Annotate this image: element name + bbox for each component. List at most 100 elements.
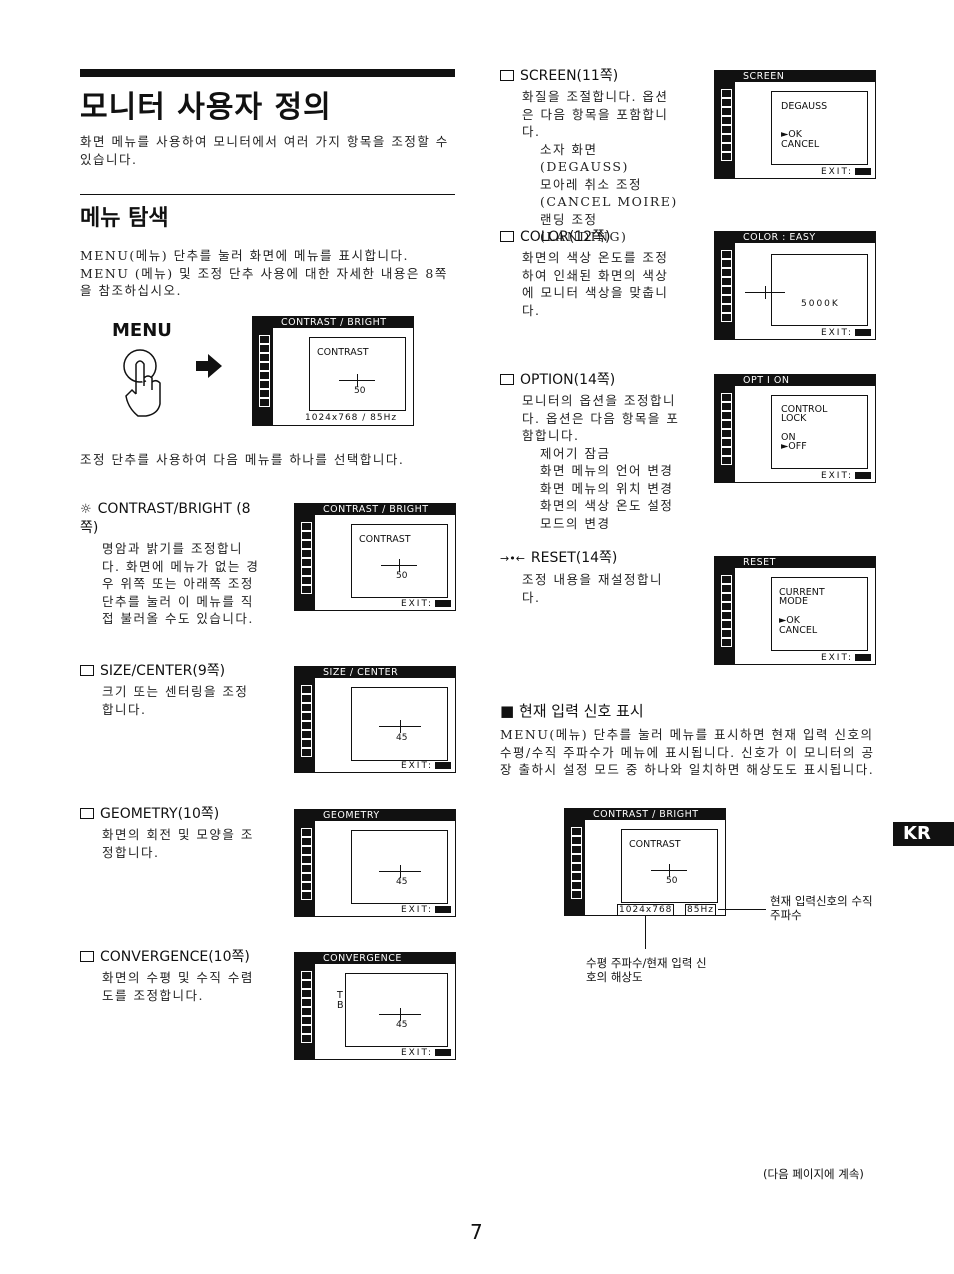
section-desc: 화면의 색상 온도를 조정하여 인쇄된 화면의 색상에 모니터 색상을 맞춥니다… (522, 250, 669, 318)
osd-menu-icon (721, 438, 732, 447)
section-option: OPTION(14쪽) 모니터의 옵션을 조정합니다. 옵션은 다음 항목을 포… (500, 371, 680, 532)
osd-menu-icon (301, 694, 312, 703)
osd-line: MODE (779, 596, 808, 607)
osd-line: ON (781, 432, 796, 443)
signal-heading: ■ 현재 입력 신호 표시 (500, 702, 644, 720)
osd-menu-icon (721, 584, 732, 593)
title-bar-rule (80, 69, 455, 77)
osd-line: CURRENT (779, 587, 825, 598)
osd-label: CONTRAST (629, 839, 681, 850)
callout-line-bottom (645, 915, 646, 949)
signal-text: MENU(메뉴) 단추를 눌러 메뉴를 표시하면 현재 입력 신호의 수평/수직… (500, 727, 875, 777)
section-reset: →•←RESET(14쪽) 조정 내용을 재설정합니다. (500, 549, 680, 606)
osd-menu-icon (571, 854, 582, 863)
osd-label: CONTRAST (359, 534, 411, 545)
osd-menu-icon (721, 393, 732, 402)
osd-slider (381, 559, 417, 572)
osd-menu-icon (301, 873, 312, 882)
osd-value: 45 (396, 733, 408, 743)
reset-osd-menu: RESET CURRENT MODE ►OK CANCEL EXIT: (714, 556, 876, 665)
list-item: 소자 화면(DEGAUSS) (540, 141, 629, 175)
osd-slider (379, 720, 421, 733)
osd-menu-icon (301, 558, 312, 567)
osd-menu-icon (301, 730, 312, 739)
osd-menu-icon (301, 989, 312, 998)
osd-frequency: 85Hz (685, 904, 716, 916)
osd-menu-icon (721, 602, 732, 611)
osd-header: OPT I ON (735, 375, 875, 386)
signal-osd-menu: CONTRAST / BRIGHT CONTRAST 50 1024x768 8… (564, 808, 726, 916)
osd-exit: EXIT: (401, 1048, 451, 1058)
osd-menu-icon (301, 567, 312, 576)
osd-menu-icon (301, 739, 312, 748)
osd-menu-icon (259, 353, 270, 362)
osd-menu-icon (721, 250, 732, 259)
osd-menu-icon (259, 371, 270, 380)
osd-menu-icon (301, 540, 312, 549)
geometry-osd-menu: GEOMETRY 45 EXIT: (294, 809, 456, 917)
osd-menu-icon (301, 971, 312, 980)
osd-value: 45 (396, 877, 408, 887)
section-title: ☼CONTRAST/BRIGHT (8쪽) (80, 501, 251, 536)
list-item: 화면의 색상 온도 설정 모드의 변경 (540, 498, 674, 531)
select-text: 조정 단추를 사용하여 다음 메뉴를 하나를 선택합니다. (80, 452, 405, 467)
osd-header: CONTRAST / BRIGHT (273, 317, 413, 328)
osd-header: CONVERGENCE (315, 953, 455, 964)
list-item: 화면 메뉴의 위치 변경 (540, 480, 674, 496)
osd-label: T B (337, 990, 344, 1011)
list-item: 화면 메뉴의 언어 변경 (540, 463, 674, 478)
osd-menu-icon (301, 980, 312, 989)
osd-menu-icon (721, 277, 732, 286)
osd-menu-icon (721, 593, 732, 602)
osd-menu-icon (301, 522, 312, 531)
callout-bottom-text: 수평 주파수/현재 입력 신호의 해상도 (586, 956, 707, 984)
reset-icon: →•← (500, 552, 525, 565)
osd-menu-icon (571, 845, 582, 854)
section-desc: 모니터의 옵션을 조정합니다. 옵션은 다음 항목을 포함합니다. (522, 393, 680, 443)
osd-menu-icon (301, 1025, 312, 1034)
section-title: →•←RESET(14쪽) (500, 550, 618, 566)
page-number: 7 (470, 1220, 483, 1244)
osd-menu-icon (571, 836, 582, 845)
nav-heading: 메뉴 탐색 (80, 206, 169, 231)
menu-button-label: MENU (112, 320, 172, 341)
osd-line: ►OK (781, 129, 803, 140)
osd-content-frame (351, 830, 448, 904)
osd-exit: EXIT: (821, 653, 871, 663)
osd-line: CANCEL (779, 625, 818, 636)
osd-sidebar (295, 810, 315, 916)
osd-menu-icon (721, 611, 732, 620)
geometry-icon (80, 807, 94, 819)
osd-menu-icon (301, 748, 312, 757)
size-center-icon (80, 664, 94, 676)
osd-line: CONTROL (781, 404, 828, 415)
section-geometry: GEOMETRY(10쪽) 화면의 회전 및 모양을 조정합니다. (80, 805, 260, 861)
osd-exit: EXIT: (401, 761, 451, 771)
osd-value: 50 (396, 571, 408, 581)
osd-content-frame (771, 395, 868, 469)
osd-content-frame (771, 577, 868, 651)
osd-menu-icon (721, 295, 732, 304)
osd-menu-icon (721, 125, 732, 134)
section-title: SCREEN(11쪽) (500, 67, 680, 85)
callout-right-text: 현재 입력신호의 수직 주파수 (770, 894, 873, 922)
section-title: CONVERGENCE(10쪽) (80, 948, 260, 966)
section-desc: 명암과 밝기를 조정합니다. 화면에 메뉴가 없는 경우 위쪽 또는 아래쪽 조… (102, 541, 260, 626)
osd-value: 45 (396, 1020, 408, 1030)
osd-content-frame (771, 254, 868, 326)
osd-slider (339, 374, 375, 387)
osd-sidebar (295, 504, 315, 610)
osd-sidebar (715, 71, 735, 178)
osd-exit: EXIT: (821, 328, 871, 338)
section-title: COLOR(12쪽) (500, 228, 680, 246)
osd-exit: EXIT: (821, 471, 871, 481)
osd-menu-icon (301, 891, 312, 900)
osd-menu-icon (721, 313, 732, 322)
section-convergence: CONVERGENCE(10쪽) 화면의 수평 및 수직 수렴도를 조정합니다. (80, 948, 260, 1004)
osd-menu-icon (301, 864, 312, 873)
osd-content-frame (351, 687, 448, 761)
osd-menu-icon (301, 1034, 312, 1043)
osd-value: 50 (666, 876, 678, 886)
section-size-center: SIZE/CENTER(9쪽) 크기 또는 센터링을 조정합니다. (80, 662, 260, 718)
osd-value: 50 (354, 386, 366, 396)
